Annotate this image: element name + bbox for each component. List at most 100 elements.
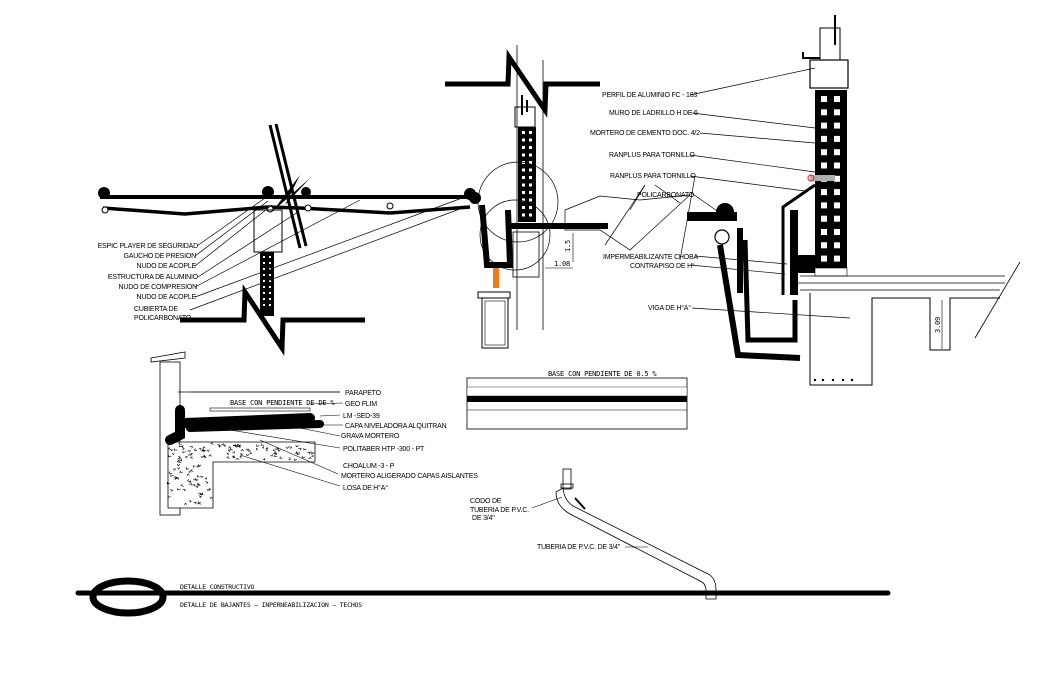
aggregate-mark: [167, 495, 171, 498]
brick-cell: [821, 255, 827, 262]
aggregate-mark: [183, 502, 187, 506]
node-icon: [262, 186, 274, 198]
aggregate-mark: [208, 454, 212, 457]
aggregate-mark: [303, 447, 307, 451]
aggregate-mark: [206, 449, 210, 452]
aggregate-mark: [187, 453, 192, 456]
brick-cell: [522, 198, 525, 202]
aggregate-mark: [272, 448, 277, 452]
aggregate-mark: [182, 447, 185, 450]
aggregate-mark: [196, 465, 200, 468]
brick-cell: [821, 135, 827, 142]
brick-cell: [522, 168, 525, 172]
label-estructura-aluminio: ESTRUCTURA DE ALUMINIO: [108, 274, 199, 281]
brick-cell: [522, 131, 525, 134]
brick-cell: [834, 162, 840, 169]
aggregate-mark: [190, 469, 194, 472]
brick-cell: [529, 161, 532, 164]
brick-cell: [834, 175, 840, 182]
aggregate-mark: [177, 467, 181, 470]
label-ranplus-2: RANPLUS PARA TORNILLO: [610, 173, 696, 180]
aggregate-mark: [232, 450, 235, 454]
brick-cell: [529, 206, 532, 209]
gutter-detail: 1.08 1.5: [445, 45, 692, 349]
brick-cell: [834, 96, 840, 102]
label-perfil-aluminio: PERFIL DE ALUMINIO FC - 183: [602, 92, 697, 99]
aggregate-mark: [178, 455, 182, 459]
aggregate-mark: [179, 470, 183, 473]
aggregate-mark: [249, 451, 253, 454]
aggregate-mark: [174, 476, 178, 479]
aggregate-mark: [188, 483, 192, 486]
aggregate-mark: [197, 475, 200, 478]
aggregate-mark: [197, 501, 201, 504]
aggregate-mark: [235, 457, 239, 461]
label-parapeto: PARAPETO: [345, 390, 382, 397]
aggregate-mark: [210, 496, 213, 500]
aggregate-mark: [273, 452, 277, 455]
aggregate-mark: [240, 448, 244, 452]
brick-cell: [529, 146, 532, 149]
aggregate-mark: [190, 453, 194, 456]
aggregate-mark: [279, 456, 283, 459]
label-gaucho-presion: GAUCHO DE PRESION: [124, 253, 197, 260]
aggregate-mark: [223, 444, 226, 448]
brick-cell: [529, 131, 532, 134]
brick-cell: [834, 229, 840, 235]
aggregate-mark: [201, 449, 206, 453]
aggregate-mark: [186, 473, 190, 476]
aggregate-mark: [295, 444, 299, 448]
label-espic-player: ESPIC PLAYER DE SEGURIDAD: [98, 243, 198, 250]
label-codo-2: TUBERIA DE P.V.C.: [470, 507, 529, 514]
aggregate-mark: [176, 463, 181, 467]
label-mortero-cemento: MORTERO DE CEMENTO DOC. 4/2: [590, 130, 700, 137]
anchor-bolt: [810, 175, 835, 181]
orange-bracket: [493, 268, 499, 288]
aggregate-mark: [193, 478, 197, 481]
aggregate-mark: [189, 456, 193, 459]
aggregate-mark: [188, 470, 192, 474]
dimension-small-height: 1.5: [564, 240, 572, 252]
aggregate-mark: [187, 450, 191, 453]
label-nudo-compresion: NUDO DE COMPRESION: [119, 284, 198, 291]
aggregate-mark: [285, 446, 289, 449]
aggregate-mark: [210, 442, 214, 445]
aggregate-mark: [177, 458, 181, 461]
aggregate-mark: [202, 446, 206, 449]
aggregate-mark: [200, 492, 204, 495]
label-contrapiso: CONTRAPISO DE H°: [630, 262, 695, 270]
concrete-slab: [167, 441, 316, 509]
aggregate-mark: [275, 448, 279, 451]
aggregate-mark: [189, 446, 194, 449]
aggregate-mark: [308, 456, 312, 460]
label-impermeabilizante: IMPERMEABILIZANTE CHOBA: [603, 254, 699, 261]
brick-cell: [522, 146, 525, 149]
brick-cell: [821, 189, 827, 196]
aggregate-mark: [191, 484, 195, 487]
brick-cell: [522, 213, 525, 217]
aggregate-mark: [296, 452, 300, 456]
aggregate-mark: [239, 452, 244, 456]
label-losa: LOSA DE H°A°: [343, 484, 388, 492]
aggregate-mark: [195, 485, 199, 489]
aggregate-mark: [167, 454, 172, 458]
aggregate-mark: [194, 478, 199, 482]
aggregate-mark: [311, 454, 314, 457]
brick-cell: [821, 242, 827, 249]
brick-cell: [529, 168, 532, 172]
dimension-beam-height: 3.09: [934, 317, 942, 333]
label-nudo-acople: NUDO DE ACOPLE: [137, 263, 197, 270]
label-policarbonato-wall: POLICARBONATO: [637, 192, 695, 199]
aggregate-mark: [226, 455, 230, 459]
aggregate-mark: [261, 446, 265, 449]
skylight-detail: ESPIC PLAYER DE SEGURIDAD GAUCHO DE PRES…: [98, 123, 476, 356]
label-choalum: CHOALUM -3 - P: [343, 463, 395, 470]
aggregate-mark: [288, 457, 292, 460]
aggregate-mark: [302, 455, 306, 459]
aggregate-mark: [270, 454, 273, 457]
pipe-detail: CODO DE TUBERIA DE P.V.C. DE 3/4" TUBERI…: [470, 468, 717, 600]
label-nudo-acople-2: NUDO DE ACOPLE: [137, 294, 197, 301]
aggregate-mark: [177, 487, 181, 491]
aggregate-mark: [171, 452, 175, 456]
